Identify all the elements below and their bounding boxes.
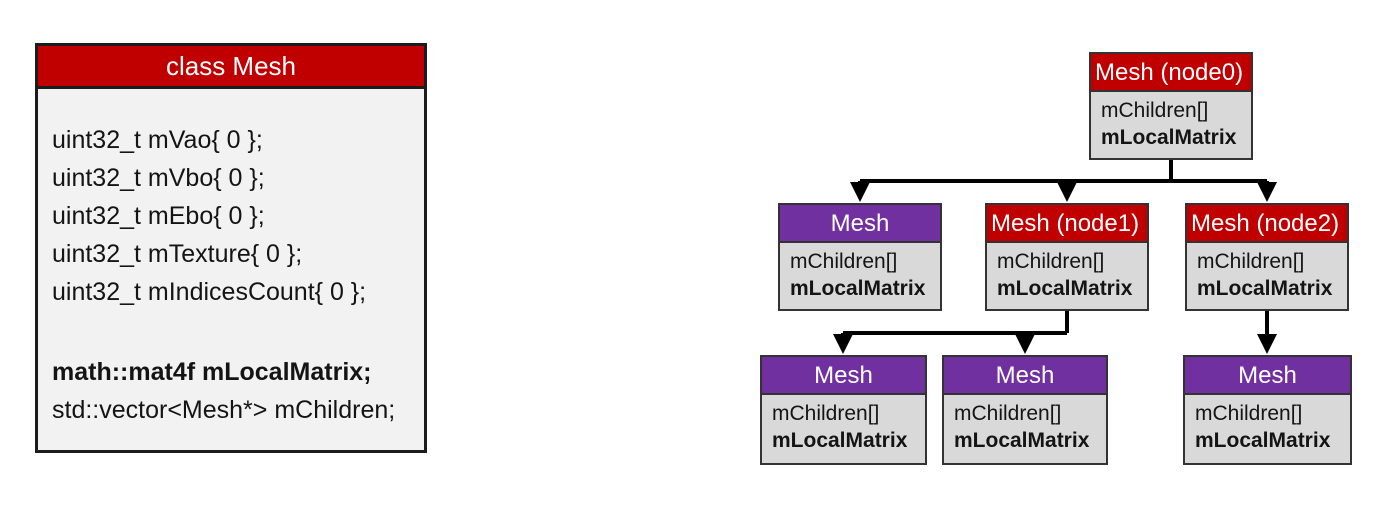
tree-node-header: Mesh <box>944 357 1106 395</box>
tree-node-body: mChildren[] mLocalMatrix <box>1091 92 1251 151</box>
node-field-mchildren: mChildren[] <box>1195 402 1303 425</box>
tree-node-mesh-c: Mesh mChildren[] mLocalMatrix <box>942 355 1108 465</box>
tree-node-node1: Mesh (node1) mChildren[] mLocalMatrix <box>985 203 1149 311</box>
tree-node-title: Mesh (node1) <box>991 210 1140 237</box>
node-field-mchildren: mChildren[] <box>1197 250 1305 273</box>
class-field-mvbo: uint32_t mVbo{ 0 }; <box>52 164 265 192</box>
tree-node-title: Mesh <box>814 362 873 389</box>
tree-node-body: mChildren[] mLocalMatrix <box>780 243 940 302</box>
class-field-mindicescount: uint32_t mIndicesCount{ 0 }; <box>52 278 367 306</box>
node-field-mlocalmatrix: mLocalMatrix <box>790 277 926 300</box>
node-field-mlocalmatrix: mLocalMatrix <box>1195 429 1331 452</box>
node-field-mchildren: mChildren[] <box>772 402 880 425</box>
tree-node-header: Mesh <box>762 357 925 395</box>
node-field-mlocalmatrix: mLocalMatrix <box>1101 126 1237 149</box>
tree-node-title: Mesh (node2) <box>1191 210 1340 237</box>
class-field-mlocalmatrix: math::mat4f mLocalMatrix; <box>52 358 372 386</box>
node-field-mlocalmatrix: mLocalMatrix <box>1197 277 1333 300</box>
node-field-mlocalmatrix: mLocalMatrix <box>772 429 908 452</box>
tree-node-node0: Mesh (node0) mChildren[] mLocalMatrix <box>1089 52 1253 160</box>
tree-node-header: Mesh <box>780 205 940 243</box>
class-field-mebo: uint32_t mEbo{ 0 }; <box>52 202 265 230</box>
class-title: class Mesh <box>165 51 297 81</box>
tree-node-title: Mesh <box>1238 362 1297 389</box>
node-field-mchildren: mChildren[] <box>997 250 1105 273</box>
tree-node-body: mChildren[] mLocalMatrix <box>762 395 925 454</box>
tree-node-header: Mesh (node0) <box>1091 54 1251 92</box>
tree-node-body: mChildren[] mLocalMatrix <box>944 395 1106 454</box>
tree-node-title: Mesh <box>830 210 890 237</box>
class-field-mchildren: std::vector<Mesh*> mChildren; <box>52 396 396 424</box>
tree-node-title: Mesh (node0) <box>1095 59 1244 86</box>
tree-node-title: Mesh <box>995 362 1055 389</box>
class-field-mtexture: uint32_t mTexture{ 0 }; <box>52 240 303 268</box>
node-field-mlocalmatrix: mLocalMatrix <box>954 429 1090 452</box>
tree-node-header: Mesh <box>1185 357 1350 395</box>
tree-node-mesh-d: Mesh mChildren[] mLocalMatrix <box>1183 355 1352 465</box>
class-field-mvao: uint32_t mVao{ 0 }; <box>52 126 263 154</box>
tree-node-header: Mesh (node1) <box>987 205 1147 243</box>
tree-node-body: mChildren[] mLocalMatrix <box>1187 243 1347 302</box>
node-field-mchildren: mChildren[] <box>954 402 1062 425</box>
node-field-mchildren: mChildren[] <box>1101 99 1209 122</box>
tree-node-mesh-b: Mesh mChildren[] mLocalMatrix <box>760 355 927 465</box>
class-mesh-body: uint32_t mVao{ 0 }; uint32_t mVbo{ 0 }; … <box>38 89 424 429</box>
tree-node-mesh-a: Mesh mChildren[] mLocalMatrix <box>778 203 942 311</box>
tree-node-node2: Mesh (node2) mChildren[] mLocalMatrix <box>1185 203 1349 311</box>
node-field-mlocalmatrix: mLocalMatrix <box>997 277 1133 300</box>
tree-node-header: Mesh (node2) <box>1187 205 1347 243</box>
tree-node-body: mChildren[] mLocalMatrix <box>987 243 1147 302</box>
node-field-mchildren: mChildren[] <box>790 250 898 273</box>
class-mesh-header: class Mesh <box>38 46 424 89</box>
tree-node-body: mChildren[] mLocalMatrix <box>1185 395 1350 454</box>
class-mesh-box: class Mesh uint32_t mVao{ 0 }; uint32_t … <box>35 43 427 453</box>
